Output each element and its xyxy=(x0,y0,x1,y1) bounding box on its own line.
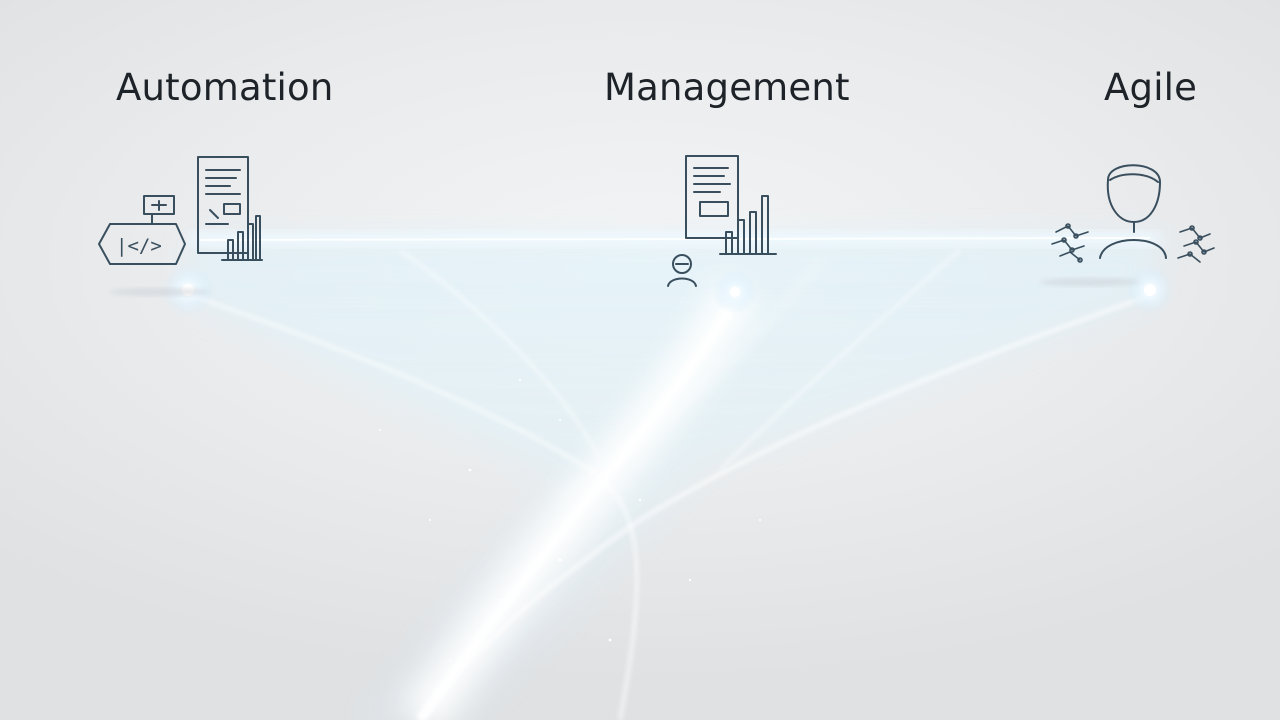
heading-management: Management xyxy=(604,66,850,109)
beam-left-2 xyxy=(399,249,601,461)
shadow-automation xyxy=(110,288,210,296)
horizontal-rail-core xyxy=(199,237,1151,241)
circuit-icon xyxy=(1177,225,1215,263)
management-icons xyxy=(667,155,777,287)
person-icon xyxy=(1099,164,1167,259)
beam-right xyxy=(418,293,1151,720)
code-tag-icon: |</> xyxy=(98,195,186,265)
glow-node-management-core xyxy=(730,287,740,297)
automation-icons: |</> xyxy=(98,156,263,265)
heading-automation: Automation xyxy=(116,66,334,109)
agile-icons xyxy=(1051,164,1215,263)
main-beam-core xyxy=(415,287,745,720)
circuit-icon xyxy=(1051,223,1089,263)
beam-field xyxy=(190,238,1160,720)
document-icon xyxy=(685,155,739,239)
document-icon xyxy=(197,156,249,254)
beam-right-2 xyxy=(719,249,961,471)
bar-chart-icon xyxy=(719,195,777,255)
person-icon xyxy=(667,254,697,287)
beam-right-3 xyxy=(559,259,822,502)
heading-agile: Agile xyxy=(1104,66,1198,109)
code-glyph: |</> xyxy=(116,235,162,257)
sparkles xyxy=(379,378,761,661)
shadow-agile xyxy=(1040,278,1140,286)
bar-chart-icon xyxy=(221,215,263,261)
beam-left xyxy=(189,293,639,720)
glow-node-agile-core xyxy=(1144,284,1156,296)
